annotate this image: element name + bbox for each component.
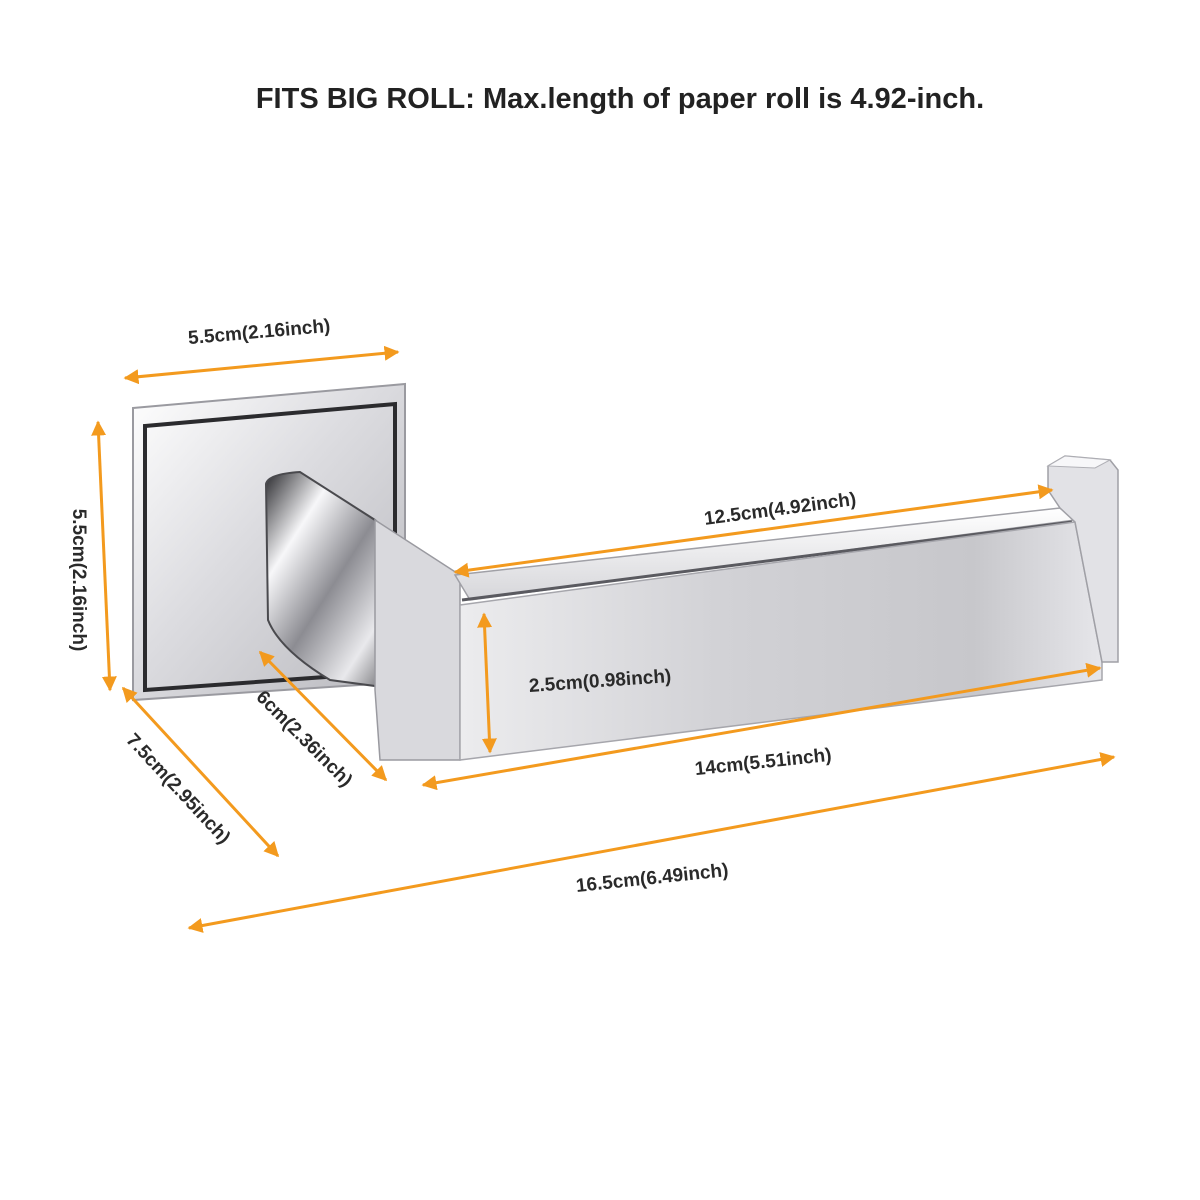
headline: FITS BIG ROLL: Max.length of paper roll …	[256, 83, 984, 115]
roll-length-label: 12.5cm(4.92inch)	[703, 489, 858, 530]
arm-projection-label: 6cm(2.36inch)	[252, 687, 356, 791]
plate-height-arrow	[91, 420, 117, 692]
overall-length-arrow	[187, 752, 1116, 933]
depth-total-arrow	[121, 686, 280, 858]
overall-length-label: 16.5cm(6.49inch)	[575, 860, 729, 897]
plate-width-arrow	[123, 345, 400, 385]
arm-end-hook-top	[1046, 455, 1112, 469]
dimension-arrows	[91, 345, 1116, 933]
arm-base	[374, 518, 461, 761]
arm-length-label: 14cm(5.51inch)	[694, 745, 833, 780]
plate-width-label: 5.5cm(2.16inch)	[187, 316, 331, 349]
roll-length-arrow	[453, 484, 1054, 578]
plate-height-label: 5.5cm(2.16inch)	[68, 509, 89, 652]
